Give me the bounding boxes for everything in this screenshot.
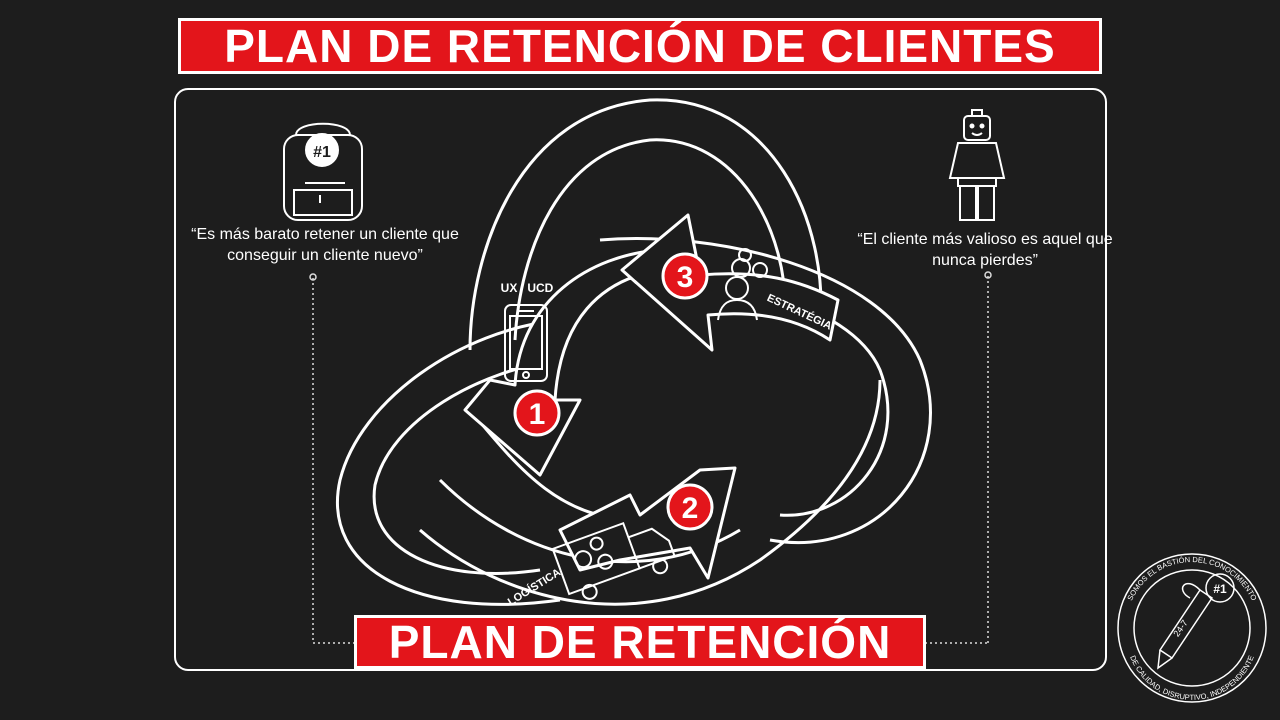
knot-top-outer	[468, 98, 823, 351]
step-badge-1: 1	[513, 389, 561, 437]
step-2-number: 2	[682, 492, 699, 525]
bottom-title: PLAN DE RETENCIÓN	[388, 616, 892, 668]
page-title: PLAN DE RETENCIÓN DE CLIENTES	[224, 20, 1056, 72]
arrow-step-1	[463, 248, 662, 477]
connector-lines	[309, 271, 992, 644]
step-1-label: UX / UCD	[501, 281, 554, 295]
seal-ring-top: SOMOS EL BASTIÓN DEL CONOCIMIENTO	[1125, 555, 1258, 602]
title-banner: PLAN DE RETENCIÓN DE CLIENTES	[178, 18, 1102, 74]
quote-left: “Es más barato retener un cliente que co…	[191, 226, 459, 264]
knot-left-inner	[372, 358, 561, 575]
smartphone-icon	[504, 304, 548, 382]
backpack-badge-text: #1	[313, 144, 331, 161]
seal-logo	[1117, 553, 1267, 703]
step-1-number: 1	[529, 398, 546, 431]
knot-left-outer	[336, 318, 561, 606]
seal-ring-bottom: DE CALIDAD, DISRUPTIVO, INDEPENDIENTE	[1128, 654, 1256, 702]
delivery-truck-gears-icon	[551, 521, 676, 600]
quote-right: “El cliente más valioso es aquel que nun…	[857, 231, 1113, 269]
diagram-frame	[174, 88, 1107, 671]
lego-figure-icon	[948, 109, 1006, 221]
step-badge-3: 3	[661, 252, 709, 300]
step-badge-2: 2	[666, 483, 714, 531]
knot-right-outer	[599, 237, 932, 544]
backpack-icon: #1	[283, 122, 363, 221]
knot-top-inner	[513, 138, 787, 341]
thinking-person-gears-icon	[717, 248, 768, 321]
arrow-step-3	[620, 213, 840, 352]
bottom-banner: PLAN DE RETENCIÓN	[354, 615, 926, 669]
seal-badge-text: #1	[1213, 582, 1227, 596]
step-3-number: 3	[677, 261, 694, 294]
knot-bottom-outer	[419, 379, 882, 606]
